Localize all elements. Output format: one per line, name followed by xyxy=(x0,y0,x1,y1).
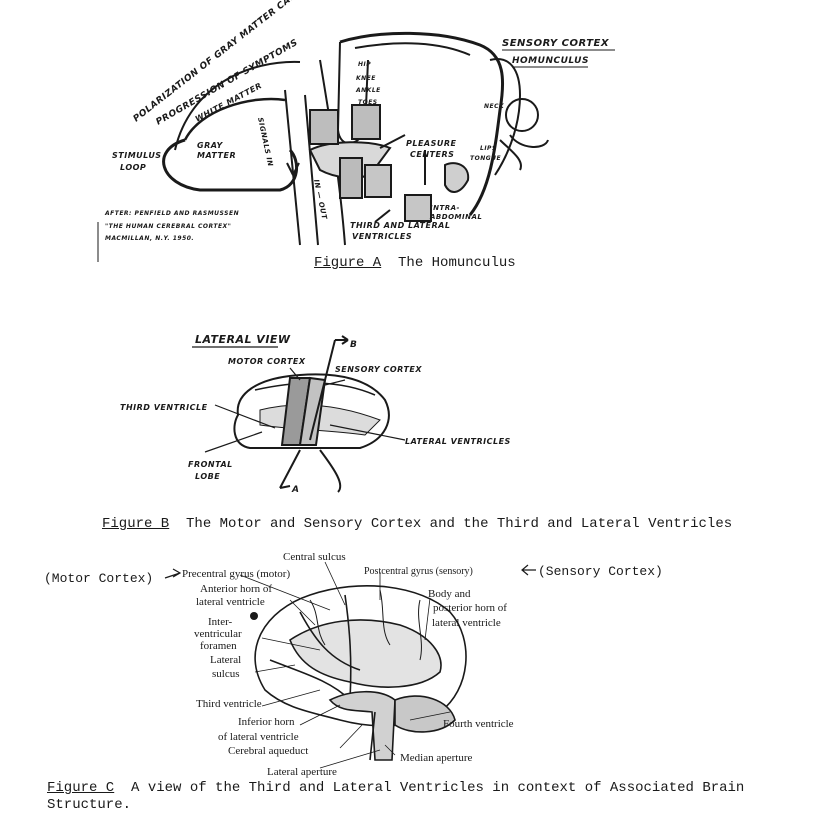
frontal-label-2: LOBE xyxy=(195,472,220,481)
gray-matter-label-2: MATTER xyxy=(197,151,236,160)
lateral-sulcus-label-1: Lateral xyxy=(210,654,241,666)
figure-b-caption-label: Figure B xyxy=(102,516,170,532)
lips-label: LIPS xyxy=(480,145,497,152)
figure-c-leaders xyxy=(239,561,451,769)
figure-b-caption-text: The Motor and Sensory Cortex and the Thi… xyxy=(186,516,733,532)
credit-line-3: MACMILLAN, N.Y. 1950. xyxy=(105,235,194,242)
arrow-left-icon xyxy=(521,564,536,576)
third-ventricle-label-c: Third ventricle xyxy=(196,698,262,710)
figure-c-caption-text: A view of the Third and Lateral Ventricl… xyxy=(131,780,745,796)
gray-matter-label-1: GRAY xyxy=(197,141,224,150)
frontal-label-1: FRONTAL xyxy=(188,460,233,469)
credit-line-1: AFTER: PENFIELD AND RASMUSSEN xyxy=(104,210,239,217)
third-ventricle-label: THIRD VENTRICLE xyxy=(120,403,208,412)
arrow-right-icon xyxy=(164,568,182,579)
signals-in-label: SIGNALS IN xyxy=(256,117,274,168)
figure-b-drawing xyxy=(204,335,406,493)
sensory-cortex-label: SENSORY CORTEX xyxy=(335,365,422,374)
third-lateral-label-1: THIRD AND LATERAL xyxy=(350,221,450,230)
inferior-horn-label-1: Inferior horn xyxy=(238,716,295,728)
lateral-ventricles-label: LATERAL VENTRICLES xyxy=(405,437,511,446)
figure-c-drawing xyxy=(254,585,467,761)
motor-cortex-label: MOTOR CORTEX xyxy=(228,357,306,366)
figure-a-caption: Figure A The Homunculus xyxy=(314,255,516,271)
precentral-gyrus-label: Precentral gyrus (motor) xyxy=(182,568,290,580)
postcentral-gyrus-label: Postcentral gyrus (sensory) xyxy=(364,566,473,577)
cerebral-aqueduct-label: Cerebral aqueduct xyxy=(228,745,308,757)
lateral-view-title: LATERAL VIEW xyxy=(195,333,291,346)
tongue-label: TONGUE xyxy=(470,155,502,162)
anterior-horn-label-2: lateral ventricle xyxy=(196,596,265,608)
figure-b-caption: Figure B The Motor and Sensory Cortex an… xyxy=(102,516,732,532)
interventricular-label-1: Inter- xyxy=(208,616,233,628)
anterior-horn-label-1: Anterior horn of xyxy=(200,583,272,595)
figure-a-caption-label: Figure A xyxy=(314,255,382,271)
body-posterior-label-2: posterior horn of xyxy=(433,602,507,614)
figure-c-caption-line-2: Structure. xyxy=(47,797,132,813)
median-aperture-label: Median aperture xyxy=(400,752,472,764)
marker-b: B xyxy=(350,340,357,350)
lateral-sulcus-label-2: sulcus xyxy=(212,668,240,680)
motor-cortex-note: (Motor Cortex) xyxy=(44,571,153,586)
sensory-cortex-title: SENSORY CORTEX xyxy=(502,38,610,49)
intra-label-2: ABDOMINAL xyxy=(429,213,482,221)
central-sulcus-label: Central sulcus xyxy=(283,551,346,563)
intra-label-1: INTRA- xyxy=(430,204,460,212)
figure-a-caption-text: The Homunculus xyxy=(398,255,516,271)
interventricular-label-3: foramen xyxy=(200,640,237,652)
figure-c-dot xyxy=(250,612,258,620)
pleasure-label-1: PLEASURE xyxy=(406,139,457,148)
inferior-horn-label-2: of lateral ventricle xyxy=(218,731,299,743)
ankle-label: ANKLE xyxy=(355,87,381,94)
hip-label: HIP xyxy=(358,61,371,68)
interventricular-label-2: ventricular xyxy=(194,628,242,640)
toes-label: TOES xyxy=(358,99,378,106)
pleasure-label-2: CENTERS xyxy=(410,150,454,159)
marker-a: A xyxy=(291,485,299,495)
body-posterior-label-1: Body and xyxy=(428,588,471,600)
lateral-aperture-label: Lateral aperture xyxy=(267,766,337,778)
figure-c-caption: Figure C A view of the Third and Lateral… xyxy=(47,780,744,796)
sensory-cortex-note: (Sensory Cortex) xyxy=(538,564,663,579)
fourth-ventricle-label: Fourth ventricle xyxy=(443,718,514,730)
figure-c-caption-label: Figure C xyxy=(47,780,115,796)
knee-label: KNEE xyxy=(356,75,376,82)
stimulus-label-1: STIMULUS xyxy=(112,151,162,160)
figure-a-drawing xyxy=(162,31,549,246)
neck-label: NECK xyxy=(484,103,505,110)
third-lateral-label-2: VENTRICLES xyxy=(352,232,412,241)
stimulus-label-2: LOOP xyxy=(120,163,146,172)
body-posterior-label-3: lateral ventricle xyxy=(432,617,501,629)
credit-line-2: "THE HUMAN CEREBRAL CORTEX" xyxy=(105,223,231,230)
homunculus-title: HOMUNCULUS xyxy=(512,56,589,66)
